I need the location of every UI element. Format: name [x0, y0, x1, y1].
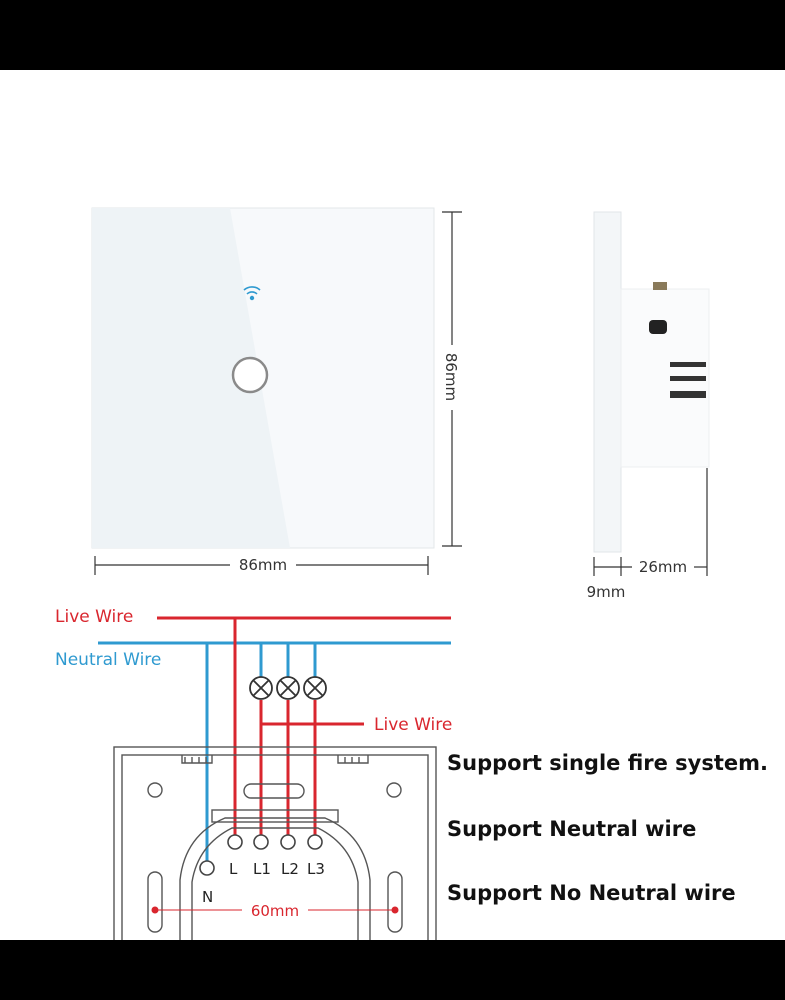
lamp-icons	[249, 676, 327, 700]
depth-dimension	[593, 468, 708, 576]
lamp-icon	[249, 676, 273, 700]
front-view-switch	[91, 207, 435, 549]
terminal-label-l1: L1	[253, 860, 271, 878]
width-label: 86mm	[239, 556, 287, 574]
switch-back-plate	[113, 746, 437, 940]
width-dimension	[94, 556, 429, 575]
load-live-wire-label: Live Wire	[374, 715, 452, 735]
terminal-label-l: L	[229, 860, 238, 878]
terminal-n	[199, 860, 215, 876]
neutral-wire-label: Neutral Wire	[55, 650, 161, 670]
wifi-icon	[243, 286, 261, 301]
feature-single-fire: Support single fire system.	[447, 751, 768, 775]
feature-neutral: Support Neutral wire	[447, 817, 696, 841]
feature-no-neutral: Support No Neutral wire	[447, 881, 736, 905]
terminal-label-l2: L2	[281, 860, 299, 878]
terminal-l	[227, 834, 243, 850]
height-dimension	[442, 211, 462, 547]
touch-button	[231, 356, 269, 394]
live-wire-label: Live Wire	[55, 607, 133, 627]
terminal-l1	[253, 834, 269, 850]
terminal-l2	[280, 834, 296, 850]
lamp-icon	[276, 676, 300, 700]
panel-thickness-label: 9mm	[587, 583, 626, 601]
terminals	[199, 834, 323, 876]
height-label: 86mm	[442, 353, 460, 401]
spacing-dimension	[151, 906, 399, 914]
neutral-wires	[98, 641, 451, 870]
side-view-switch	[593, 211, 710, 553]
spacing-label: 60mm	[251, 902, 299, 920]
terminal-label-n: N	[202, 888, 213, 906]
terminal-label-l3: L3	[307, 860, 325, 878]
depth-label: 26mm	[639, 558, 687, 576]
product-diagram: 86mm 86mm 26mm 9mm Live Wire Neutral Wir…	[0, 70, 785, 940]
lamp-icon	[303, 676, 327, 700]
terminal-l3	[307, 834, 323, 850]
